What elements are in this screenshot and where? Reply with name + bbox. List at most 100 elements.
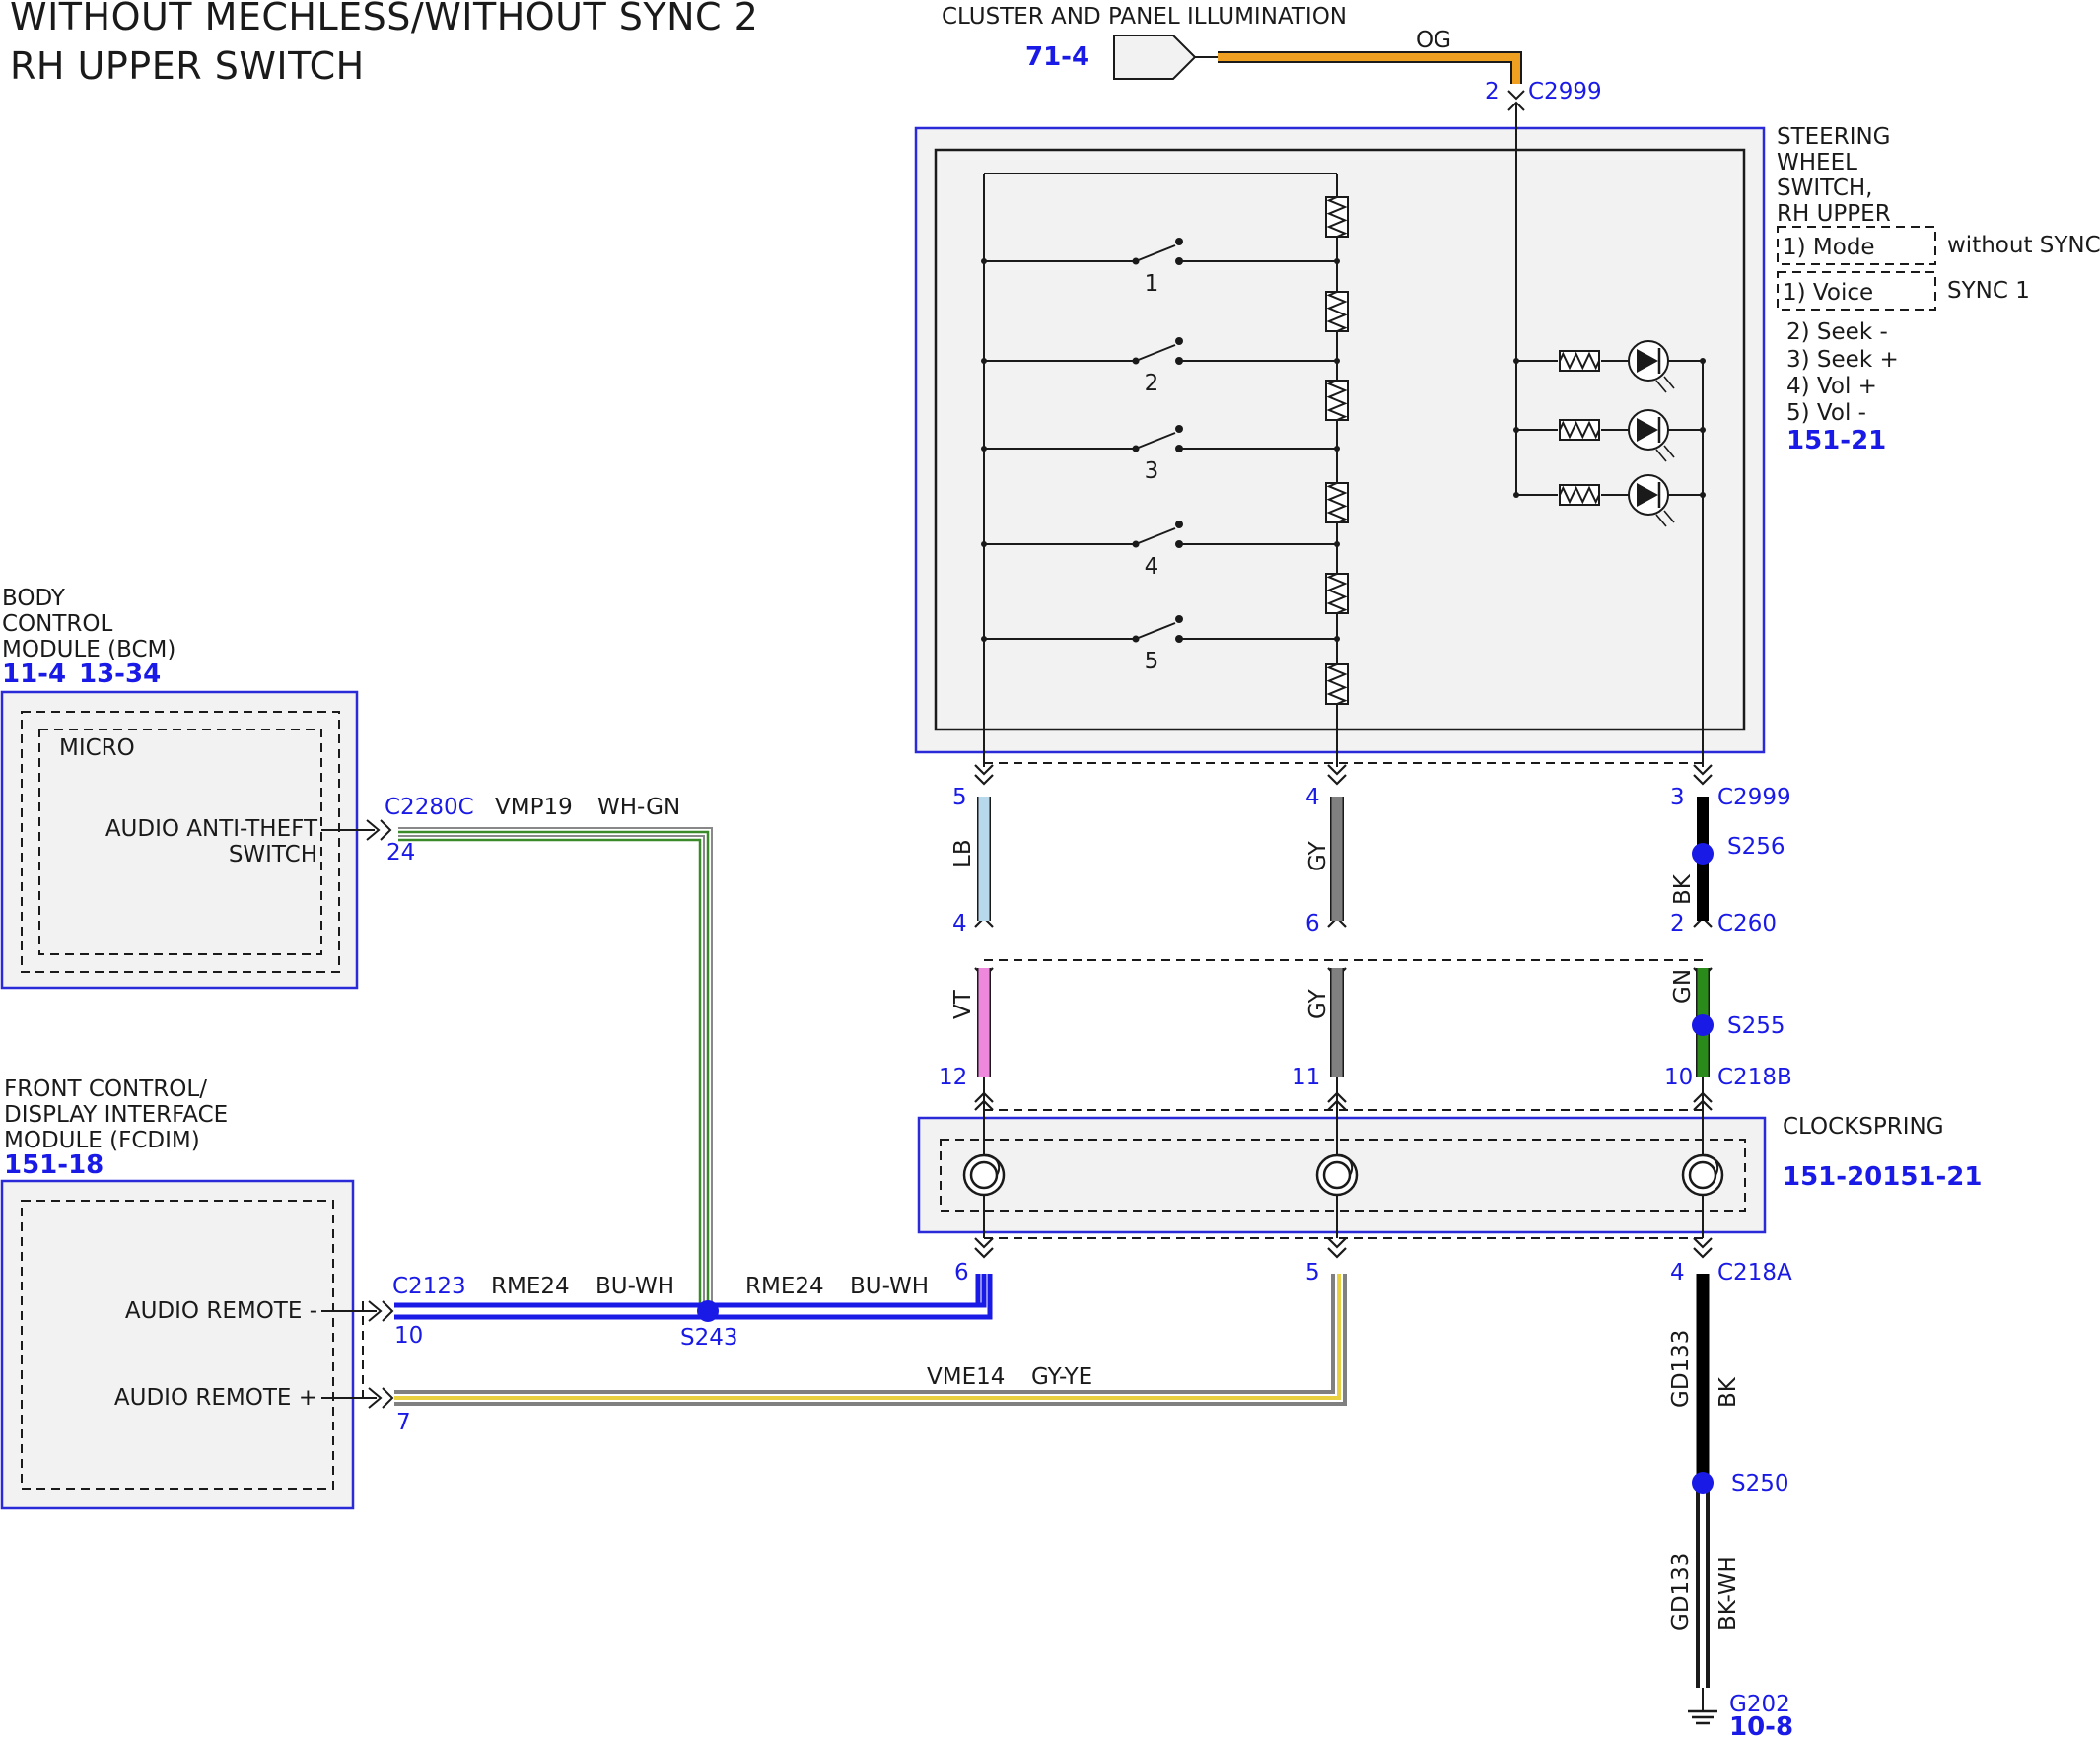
switch-blade: [1135, 244, 1176, 262]
function-vol-minus: 5) Vol -: [1786, 400, 1866, 426]
rme-right-circuit: RME24: [745, 1274, 824, 1299]
right-pin-mid: 2: [1670, 911, 1685, 937]
fcdim-ref[interactable]: 151-18: [4, 1150, 104, 1180]
resistor-6: [1325, 663, 1349, 705]
ground-g202: G202: [1729, 1692, 1790, 1717]
chevron-c2999-col2: [1327, 774, 1347, 786]
bcm-micro-label: MICRO: [59, 735, 135, 761]
right-pin-low: 10: [1664, 1065, 1693, 1090]
right-conn-mid: C260: [1717, 911, 1777, 937]
mid-color-top: GY: [1305, 840, 1331, 871]
option-voice-note: SYNC 1: [1947, 278, 2030, 304]
clockspring-coil-2: [1315, 1153, 1359, 1197]
resistor-5: [1325, 573, 1349, 614]
steering-name-1: WHEEL: [1777, 150, 1857, 175]
title-line-1: WITHOUT MECHLESS/WITHOUT SYNC 2: [10, 0, 758, 38]
right-circuit-gd-2: GD133: [1668, 1553, 1694, 1631]
led-ray: [1655, 449, 1667, 462]
fcdim-name-2: MODULE (FCDIM): [4, 1128, 200, 1153]
og-wire-color: OG: [1416, 28, 1451, 53]
clockspring-ref[interactable]: 151-20151-21: [1783, 1162, 1983, 1192]
switch-internals: [983, 103, 1704, 767]
steering-name-3: RH UPPER: [1777, 201, 1891, 227]
switch-blade: [1135, 432, 1176, 450]
fcdim-pin-minus: 10: [394, 1323, 423, 1349]
bcm-block: BODY CONTROL MODULE (BCM) 11-4 13-34 MIC…: [0, 586, 680, 990]
fcdim-pin-arrow: [368, 1387, 383, 1409]
led-resistor-2: [1559, 419, 1600, 441]
led-node-left: [1513, 492, 1519, 498]
splice-s243-label: S243: [680, 1325, 738, 1351]
right-conn-low: C218B: [1717, 1065, 1792, 1090]
mid-pin-mid: 6: [1305, 911, 1320, 937]
coil-spiral: [1702, 1153, 1719, 1176]
fcdim-pin-arrow: [382, 1387, 394, 1409]
ground-ref[interactable]: 10-8: [1729, 1712, 1793, 1737]
switch-node-right: [1334, 446, 1340, 452]
steering-switch-inner: [934, 148, 1746, 731]
resistor-1-zig: [1326, 196, 1348, 238]
right-color-bkwh: BK-WH: [1715, 1556, 1741, 1631]
led-node-left: [1513, 358, 1519, 364]
left-color-mid: VT: [950, 989, 976, 1019]
chevron-c2999-col1: [974, 764, 994, 776]
right-color-bk: BK: [1715, 1376, 1741, 1408]
rme-left-color: BU-WH: [595, 1274, 674, 1299]
switch-blade: [1135, 527, 1176, 545]
right-splice-2: S255: [1727, 1013, 1785, 1039]
bcm-connector: C2280C: [385, 795, 474, 820]
switch-2: 2: [981, 337, 1340, 396]
bcm-box: [0, 690, 359, 990]
mid-pin-top: 4: [1305, 785, 1320, 810]
clockspring-name: CLOCKSPRING: [1783, 1114, 1944, 1140]
left-pin-bottom: 6: [954, 1260, 969, 1285]
resistor-3-zig: [1326, 380, 1348, 421]
bcm-pin-arrow: [380, 819, 392, 841]
bcm-ref-2[interactable]: 13-34: [79, 660, 161, 689]
bcm-dash-micro: [38, 729, 322, 955]
fcdim-box: [0, 1179, 355, 1510]
switch-number-3: 3: [1145, 458, 1159, 484]
left-pin-top: 5: [952, 785, 967, 810]
switch-contact: [1175, 257, 1183, 265]
right-conn-top: C2999: [1717, 785, 1791, 810]
switch-node-right: [1334, 358, 1340, 364]
switch-contact-top: [1175, 425, 1183, 433]
coil-spiral: [1336, 1153, 1354, 1176]
mid-pin-bottom: 5: [1305, 1260, 1320, 1285]
bcm-signal-1: SWITCH: [229, 842, 317, 868]
illumination-pin: 2: [1485, 79, 1500, 104]
fcdim-name-0: FRONT CONTROL/: [4, 1077, 207, 1102]
led-ray: [1663, 376, 1675, 389]
chevron-c2999-col2: [1327, 764, 1347, 776]
fcdim-signal-plus: AUDIO REMOTE +: [114, 1385, 317, 1411]
led-resistor-1: [1559, 350, 1600, 372]
fcdim-pin-arrow: [382, 1300, 394, 1322]
led-branch-1: [1513, 340, 1706, 393]
splice-s243[interactable]: [697, 1300, 719, 1322]
function-vol-plus: 4) Vol +: [1786, 374, 1877, 399]
illumination-ref[interactable]: 71-4: [1025, 42, 1089, 72]
splice-s255: [1692, 1014, 1714, 1036]
led-triangle: [1637, 349, 1658, 373]
bcm-name-1: CONTROL: [2, 611, 113, 637]
vme-color: GY-YE: [1031, 1364, 1092, 1390]
switch-blade: [1135, 344, 1176, 362]
title-line-2: RH UPPER SWITCH: [10, 44, 365, 88]
steering-switch-ref[interactable]: 151-21: [1786, 426, 1886, 455]
switch-contact: [1175, 357, 1183, 365]
clockspring-dash: [940, 1139, 1746, 1212]
fcdim-pin-arrow: [368, 1300, 383, 1322]
illumination-connector: C2999: [1528, 79, 1602, 104]
bcm-circuit: VMP19: [495, 795, 573, 820]
switch-node-left: [981, 541, 987, 547]
chevron-c2999-col3: [1693, 774, 1713, 786]
chevron-c218a-col3: [1693, 1247, 1713, 1259]
option-voice-box: [1777, 271, 1936, 311]
chevron-c218a-col3: [1693, 1237, 1713, 1249]
option-mode: 1) Mode: [1783, 235, 1875, 260]
function-seek-plus: 3) Seek +: [1786, 347, 1899, 373]
illumination-label: CLUSTER AND PANEL ILLUMINATION: [942, 4, 1347, 30]
bcm-ref-1[interactable]: 11-4: [2, 660, 66, 689]
